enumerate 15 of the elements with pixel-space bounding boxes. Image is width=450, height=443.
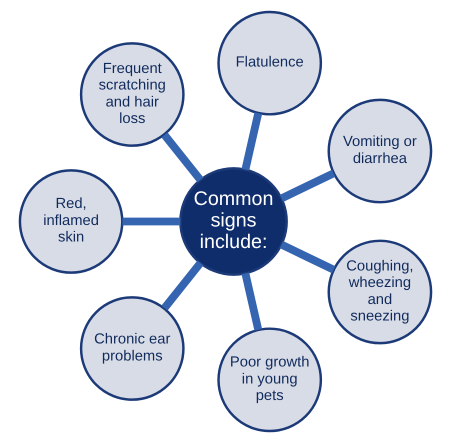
connector — [160, 260, 203, 311]
node-circle: Common signs include: — [178, 167, 288, 276]
node-circle: Red, inflamed skin — [18, 169, 123, 274]
node-circle: Coughing, wheezing and sneezing — [327, 240, 432, 344]
node-circle: Chronic ear problems — [79, 296, 184, 401]
node-circle: Frequent scratching and hair loss — [79, 42, 184, 147]
node-circle: Flatulence — [216, 10, 322, 116]
connector — [241, 112, 262, 171]
connector — [160, 132, 203, 182]
connector — [279, 241, 335, 274]
connector — [241, 272, 262, 331]
node-circle: Poor growth in young pets — [216, 327, 322, 432]
connector — [122, 218, 180, 226]
node-circle: Vomiting or diarrhea — [327, 98, 432, 204]
connector — [279, 170, 335, 202]
